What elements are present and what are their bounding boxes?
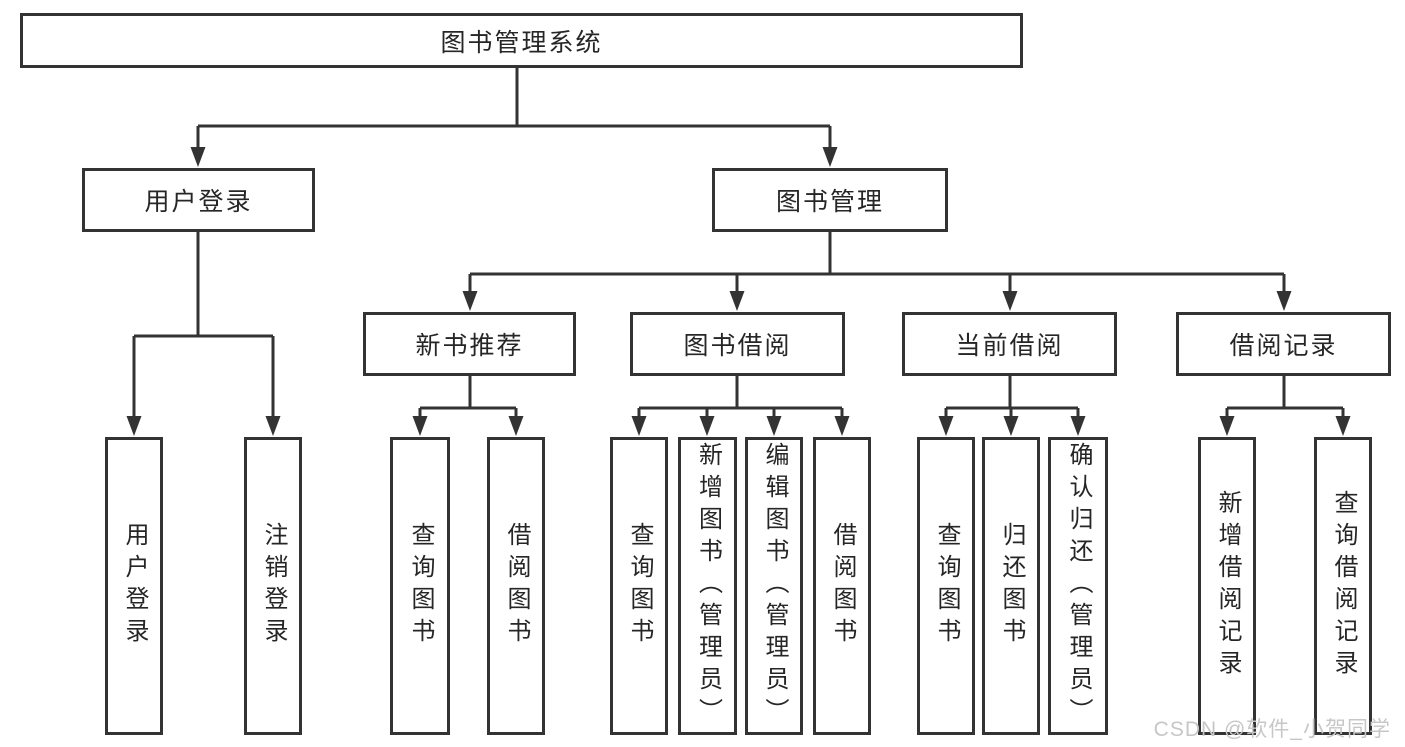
leaf-confirm-return-admin: 确认归还（管理员） [1048,437,1108,735]
node-user-login-group: 用户登录 [82,168,315,232]
node-label: 用户登录 [144,188,253,216]
node-label: 归还图书 [998,522,1025,650]
node-label: 当前借阅 [955,332,1064,360]
node-current-borrowing: 当前借阅 [902,312,1117,376]
node-label: 编辑图书（管理员） [761,442,788,730]
leaf-borrow-book-recommend: 借阅图书 [487,437,545,735]
arrowhead [1276,291,1292,311]
node-borrowing-records: 借阅记录 [1176,312,1391,376]
arrowhead [822,147,838,167]
node-root-system: 图书管理系统 [20,13,1023,68]
leaf-query-book-current: 查询图书 [917,437,975,735]
leaf-borrow-book: 借阅图书 [813,437,871,735]
arrowhead [766,416,782,436]
arrowhead [126,416,142,436]
arrowhead [190,147,206,167]
node-label: 新增借阅记录 [1214,490,1241,682]
arrowhead [1070,416,1086,436]
node-label: 查询图书 [933,522,960,650]
node-label: 注销登录 [260,522,287,650]
arrowhead [412,416,428,436]
node-label: 查询图书 [407,522,434,650]
arrowhead [729,291,745,311]
node-label: 查询借阅记录 [1330,490,1357,682]
node-label: 图书借阅 [683,332,792,360]
node-label: 图书管理系统 [440,28,603,57]
arrowhead [1003,416,1019,436]
leaf-logout: 注销登录 [244,437,302,735]
node-book-borrowing: 图书借阅 [630,312,845,376]
node-label: 确认归还（管理员） [1065,442,1092,730]
leaf-edit-book-admin: 编辑图书（管理员） [745,437,803,735]
leaf-add-book-admin: 新增图书（管理员） [678,437,737,735]
node-label: 图书管理 [775,188,884,216]
arrowhead [1002,291,1018,311]
arrowhead [631,416,647,436]
node-book-management: 图书管理 [712,168,948,232]
leaf-query-book-borrowing: 查询图书 [610,437,668,735]
arrowhead [699,416,715,436]
node-new-book-recommend: 新书推荐 [363,312,576,376]
node-label: 新书推荐 [415,332,524,360]
leaf-query-borrow-record: 查询借阅记录 [1314,437,1372,735]
node-label: 借阅图书 [503,522,530,650]
arrowhead [508,416,524,436]
node-label: 用户登录 [121,522,148,650]
leaf-add-borrow-record: 新增借阅记录 [1198,437,1256,735]
arrowhead [462,291,478,311]
leaf-return-book: 归还图书 [982,437,1040,735]
node-label: 新增图书（管理员） [694,442,722,730]
leaf-query-book-recommend: 查询图书 [390,437,450,735]
node-label: 借阅记录 [1229,332,1338,360]
arrowhead [834,416,850,436]
watermark: CSDN @软件_小贺同学 [1153,718,1391,741]
leaf-user-login: 用户登录 [105,437,163,735]
arrowhead [265,416,281,436]
node-label: 查询图书 [626,522,653,650]
arrowhead [1219,416,1235,436]
arrowhead [938,416,954,436]
node-label: 借阅图书 [829,522,856,650]
arrowhead [1335,416,1351,436]
